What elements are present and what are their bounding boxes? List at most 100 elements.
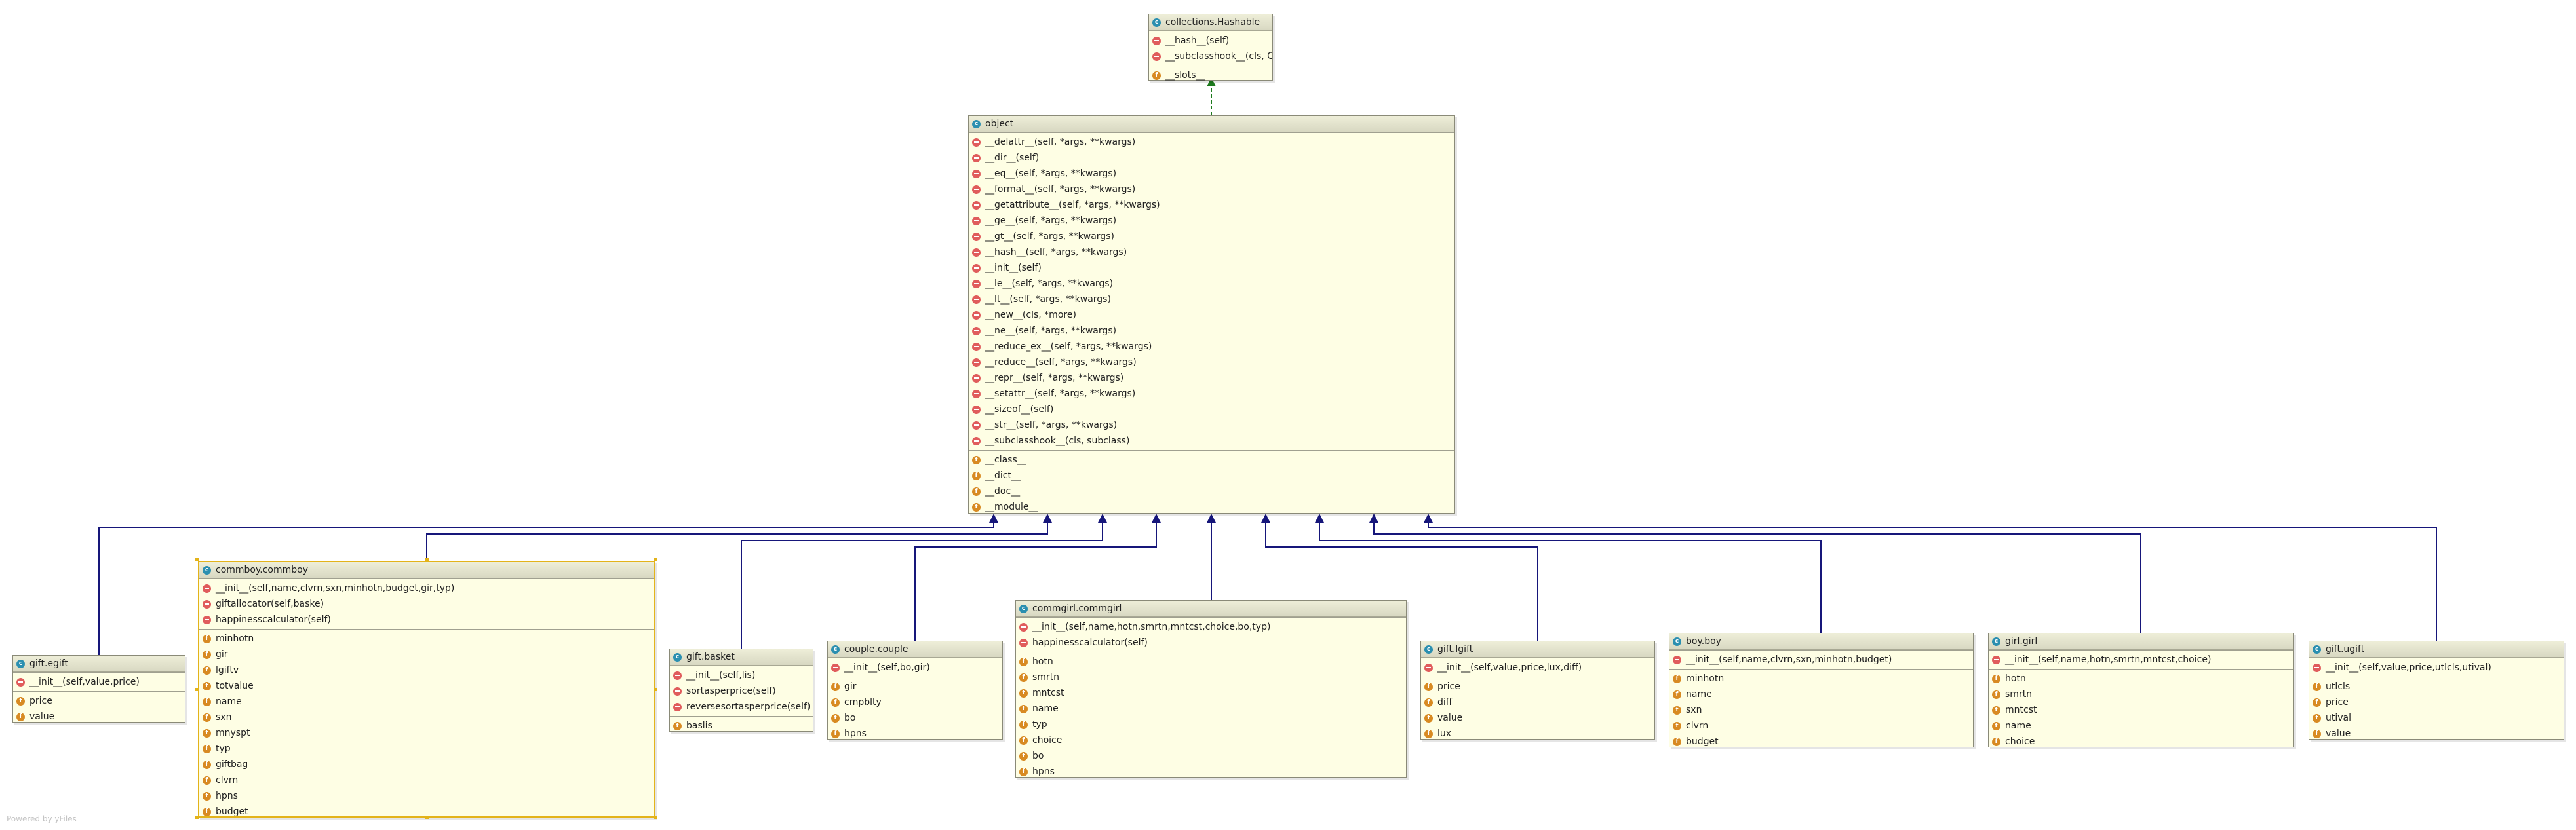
method-row[interactable]: __init__(self,value,price,utlcls,utival) (2309, 660, 2564, 675)
method-row[interactable]: happinesscalculator(self) (1016, 635, 1406, 651)
method-row[interactable]: __init__(self,name,hotn,smrtn,mntcst,cho… (1016, 619, 1406, 635)
method-row[interactable]: reversesortasperprice(self) (670, 699, 813, 715)
method-row[interactable]: __dir__(self) (969, 150, 1454, 166)
method-row[interactable]: giftallocator(self,baske) (199, 596, 654, 612)
method-row[interactable]: __init__(self,value,price) (13, 674, 185, 690)
method-row[interactable]: __ne__(self, *args, **kwargs) (969, 323, 1454, 339)
selection-handle[interactable] (654, 558, 657, 561)
selection-handle[interactable] (654, 688, 657, 691)
method-row[interactable]: __sizeof__(self) (969, 402, 1454, 417)
method-row[interactable]: __getattribute__(self, *args, **kwargs) (969, 197, 1454, 213)
method-row[interactable]: __reduce__(self, *args, **kwargs) (969, 354, 1454, 370)
method-row[interactable]: __str__(self, *args, **kwargs) (969, 417, 1454, 433)
field-row[interactable]: f__dict__ (969, 468, 1454, 483)
method-row[interactable]: __init__(self) (969, 260, 1454, 276)
method-row[interactable]: __setattr__(self, *args, **kwargs) (969, 386, 1454, 402)
method-row[interactable]: __subclasshook__(cls, subclass) (969, 433, 1454, 449)
selection-handle[interactable] (654, 816, 657, 819)
method-row[interactable]: __init__(self,name,hotn,smrtn,mntcst,cho… (1989, 652, 2293, 668)
selection-handle[interactable] (425, 816, 429, 819)
method-row[interactable]: __new__(cls, *more) (969, 307, 1454, 323)
method-row[interactable]: __eq__(self, *args, **kwargs) (969, 166, 1454, 181)
method-row[interactable]: __delattr__(self, *args, **kwargs) (969, 134, 1454, 150)
field-row[interactable]: f__class__ (969, 452, 1454, 468)
method-row[interactable]: __gt__(self, *args, **kwargs) (969, 229, 1454, 244)
method-row[interactable]: __init__(self,bo,gir) (828, 660, 1002, 675)
method-row[interactable]: __subclasshook__(cls, C) (1149, 48, 1272, 64)
method-row[interactable]: __ge__(self, *args, **kwargs) (969, 213, 1454, 229)
selection-handle[interactable] (425, 558, 429, 561)
selection-handle[interactable] (195, 688, 199, 691)
selection-handle[interactable] (195, 816, 199, 819)
method-row[interactable]: __init__(self,value,price,lux,diff) (1421, 660, 1654, 675)
method-row[interactable]: __lt__(self, *args, **kwargs) (969, 292, 1454, 307)
method-row[interactable]: happinesscalculator(self) (199, 612, 654, 628)
method-row[interactable]: sortasperprice(self) (670, 683, 813, 699)
field-row[interactable]: f__doc__ (969, 483, 1454, 499)
method-row[interactable]: __init__(self,name,clvrn,sxn,minhotn,bud… (199, 580, 654, 596)
method-row[interactable]: __reduce_ex__(self, *args, **kwargs) (969, 339, 1454, 354)
method-row[interactable]: __hash__(self, *args, **kwargs) (969, 244, 1454, 260)
field-row[interactable]: f__module__ (969, 499, 1454, 515)
